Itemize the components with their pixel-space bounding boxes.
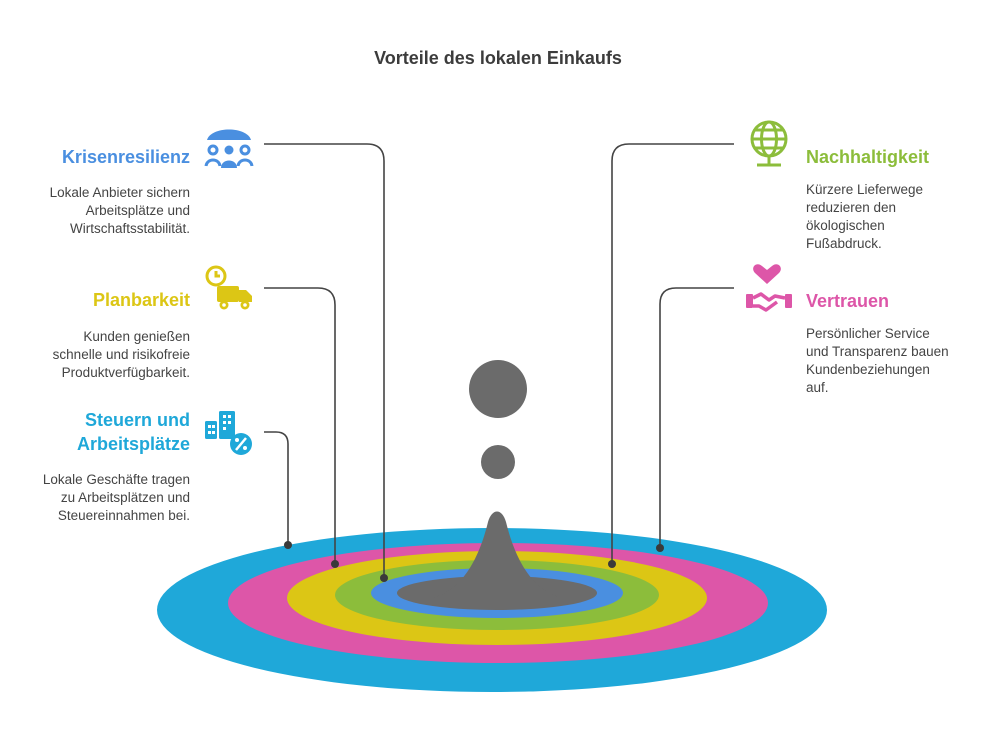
heart-handshake-icon: [746, 264, 792, 312]
people-umbrella-icon: [204, 129, 254, 168]
connector-nachhaltigkeit: [611, 143, 734, 564]
connector-dot-vertrauen: [656, 544, 664, 552]
buildings-percent-icon: [205, 411, 252, 455]
drop-spike: [432, 511, 562, 598]
planbarkeit-title: Planbarkeit: [92, 290, 190, 310]
connector-planbarkeit: [264, 287, 336, 564]
vertrauen-title: Vertrauen: [806, 291, 890, 311]
connector-krisenresilienz: [264, 143, 385, 578]
connector-dot-steuern: [284, 541, 292, 549]
planbarkeit-description: Kunden genießen schnelle und risikofreie…: [52, 329, 190, 380]
globe-icon: [750, 120, 788, 167]
connector-dot-nachhaltigkeit: [608, 560, 616, 568]
nachhaltigkeit-description: Kürzere Lieferwege reduzieren den ökolog…: [806, 182, 924, 251]
steuern-title: Steuern und Arbeitsplätze: [76, 410, 190, 454]
droplet-large: [469, 360, 527, 418]
krisenresilienz-title: Krisenresilienz: [61, 147, 190, 167]
vertrauen-description: Persönlicher Service und Transparenz bau…: [806, 326, 949, 395]
krisenresilienz-description: Lokale Anbieter sichern Arbeitsplätze un…: [49, 185, 190, 236]
connector-dot-krisenresilienz: [380, 574, 388, 582]
connector-dot-planbarkeit: [331, 560, 339, 568]
connector-steuern: [264, 431, 289, 545]
delivery-truck-clock-icon: [205, 265, 252, 310]
connector-vertrauen: [659, 287, 734, 548]
steuern-description: Lokale Geschäfte tragen zu Arbeitsplätze…: [42, 472, 190, 523]
droplet-small: [481, 445, 515, 479]
nachhaltigkeit-title: Nachhaltigkeit: [806, 147, 930, 167]
diagram-title: Vorteile des lokalen Einkaufs: [374, 48, 622, 68]
